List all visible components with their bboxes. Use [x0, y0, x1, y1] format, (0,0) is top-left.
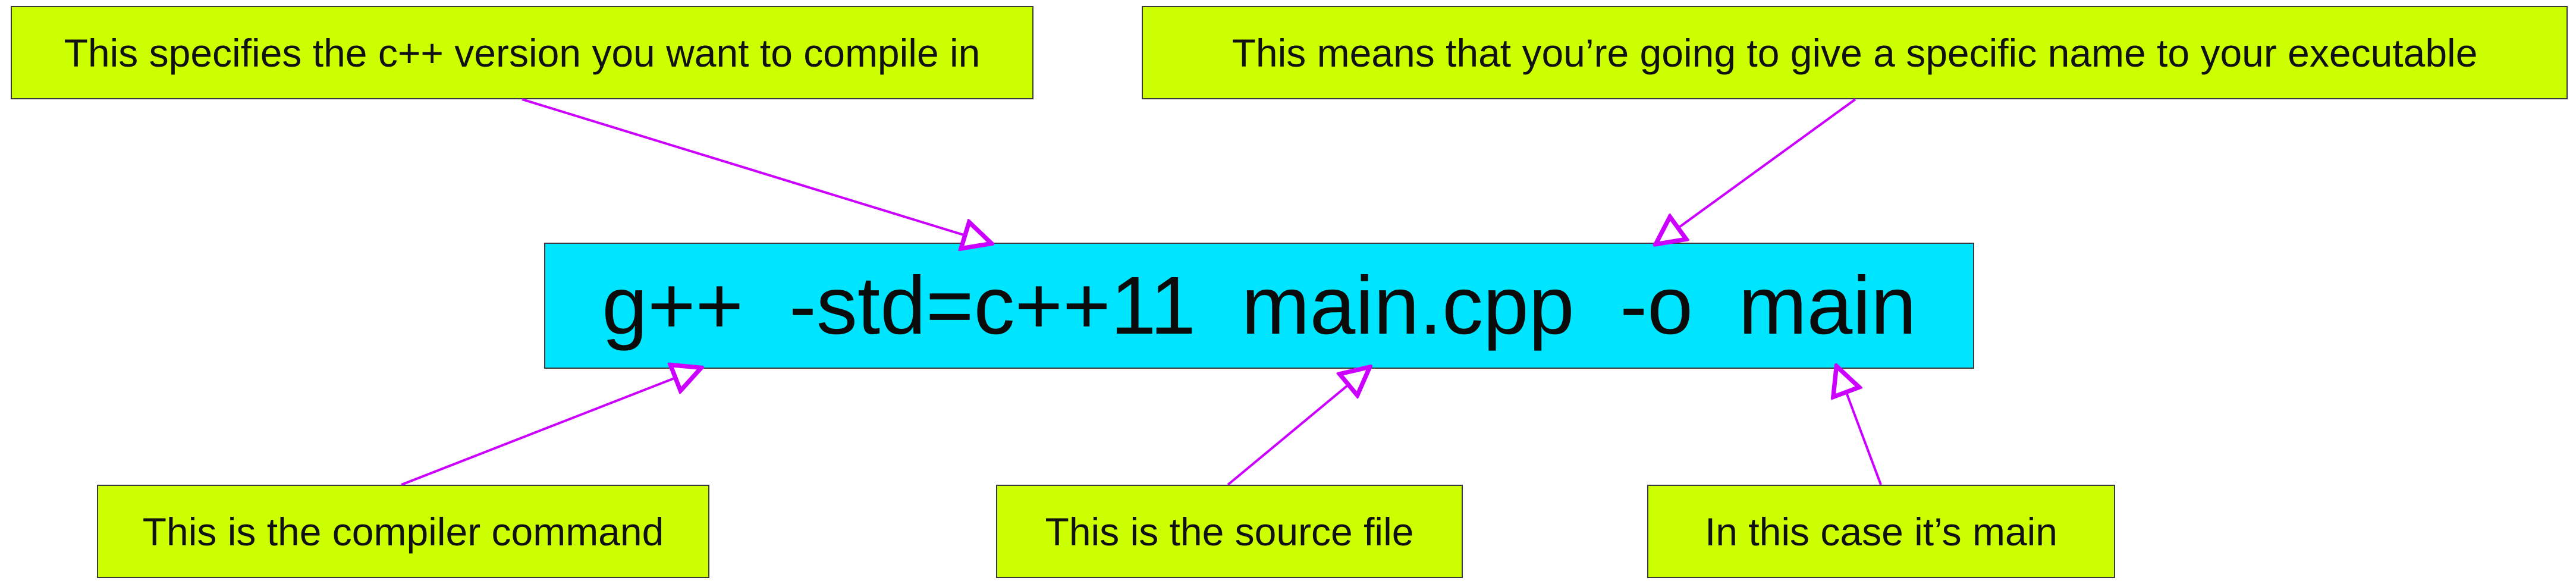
arrow-output: [1837, 369, 1882, 485]
annotation-source-text: This is the source file: [1045, 509, 1414, 554]
arrow-compiler: [401, 369, 699, 486]
command-text: g++ -std=c++11 main.cpp -o main: [602, 260, 1917, 351]
annotation-source: This is the source file: [996, 485, 1463, 578]
arrow-source: [1227, 369, 1368, 486]
annotation-output: In this case it’s main: [1647, 485, 2115, 578]
annotation-compiler: This is the compiler command: [97, 485, 709, 578]
command-box: g++ -std=c++11 main.cpp -o main: [544, 243, 1974, 369]
arrow-version: [522, 98, 989, 243]
annotation-compiler-text: This is the compiler command: [142, 509, 664, 554]
annotation-version-text: This specifies the c++ version you want …: [64, 30, 981, 75]
annotation-output-text: In this case it’s main: [1704, 509, 2058, 554]
arrow-name-flag: [1658, 98, 1856, 243]
annotation-name-flag-text: This means that you’re going to give a s…: [1232, 30, 2478, 75]
annotation-version: This specifies the c++ version you want …: [11, 6, 1033, 99]
